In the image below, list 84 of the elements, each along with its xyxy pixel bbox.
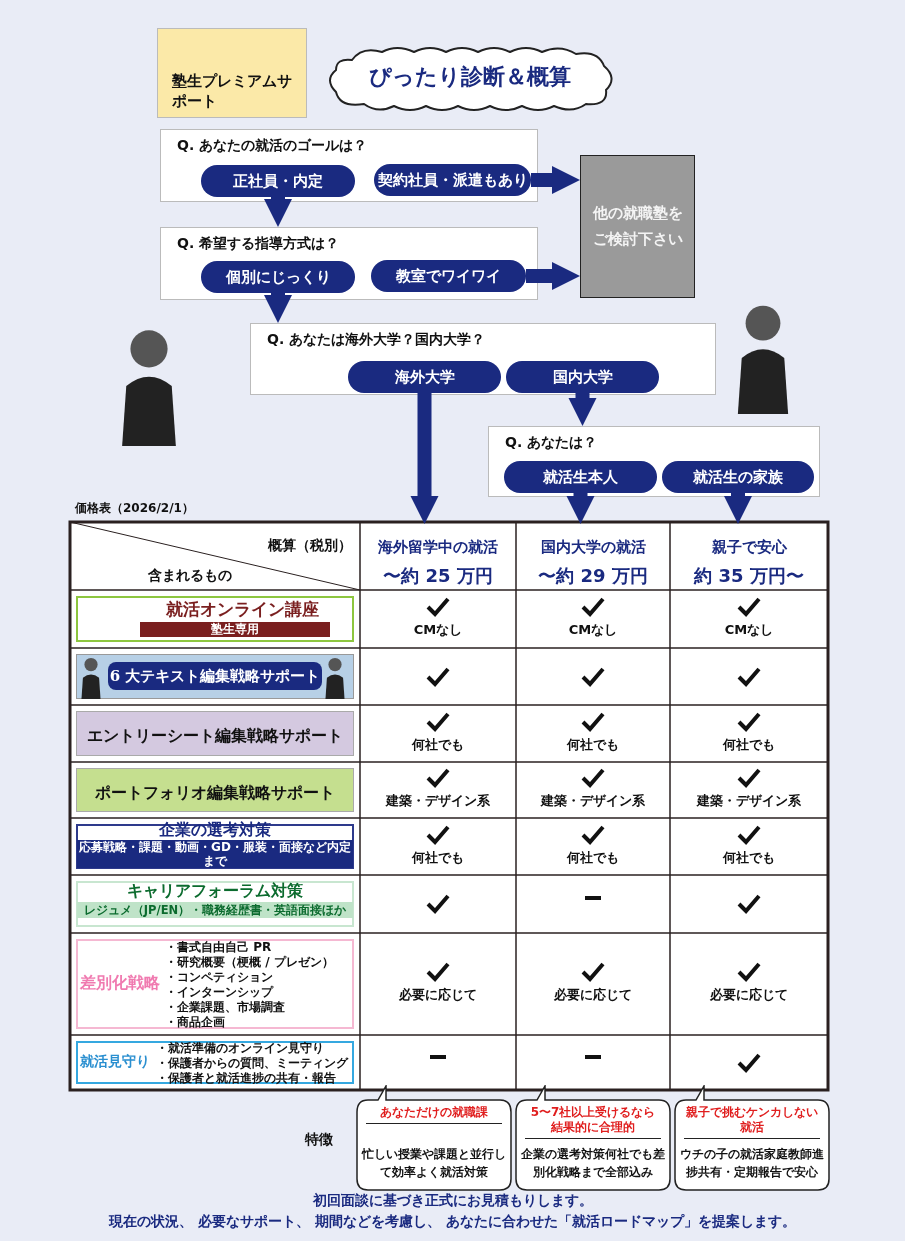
block-arrow	[264, 197, 292, 227]
speech-bubble	[674, 1085, 830, 1191]
cell-note: 何社でも	[721, 735, 776, 754]
card-title: 塾生プレミアムサポート	[172, 71, 293, 111]
plan-price: 約 35 万円〜	[692, 564, 805, 588]
plan-card	[157, 28, 307, 118]
plan-name: 親子で安心	[710, 538, 788, 557]
plan-name: 国内大学の就活	[539, 538, 647, 557]
service-name: 就活見守り	[80, 1053, 151, 1071]
cell-note: 何社でも	[410, 735, 465, 754]
service-name: 6 大テキスト編集戦略サポート	[108, 662, 322, 690]
course-tag: 塾生専用	[140, 622, 330, 637]
service-name: 差別化戦略	[80, 973, 160, 994]
bubble-text: ウチの子の就活家庭教師進捗共有・定期報告で安心	[679, 1146, 825, 1181]
plan-price: 〜約 25 万円	[382, 564, 494, 588]
bubble-text: 企業の選考対策何社でも差別化戦略まで全部込み	[520, 1146, 666, 1181]
service-name: エントリーシート編集戦略サポート	[86, 726, 344, 747]
service-item: ・商品企画	[165, 1015, 226, 1029]
answer-pill: 教室でワイワイ	[371, 260, 526, 292]
service-detail: 応募戦略・課題・動画・GD・服装・面接など内定まで	[77, 840, 353, 868]
cell-note: CMなし	[567, 621, 619, 639]
service-item: ・保護者と就活進捗の共有・報告	[156, 1071, 337, 1085]
answer-pill: 契約社員・派遣もあり	[374, 164, 531, 196]
answer-pill: 正社員・内定	[201, 165, 355, 197]
block-arrow	[568, 393, 597, 426]
cell-note: CMなし	[723, 621, 775, 639]
bubble-text: 忙しい授業や課題と並行して効率よく就活対策	[360, 1146, 507, 1181]
question-text: Q. あなたは？	[505, 434, 598, 452]
speech-bubble	[356, 1085, 512, 1191]
cell-note: 必要に応じて	[553, 986, 633, 1004]
question-text: Q. 希望する指導方式は？	[177, 235, 340, 253]
question-box	[488, 426, 820, 497]
service-item: ・就活準備のオンライン見守り	[156, 1041, 325, 1055]
question-text: Q. あなたの就活のゴールは？	[177, 137, 368, 155]
bubble-heading: あなただけの就職課	[366, 1105, 502, 1124]
block-arrow	[410, 393, 439, 524]
bubble-heading: 親子で挑むケンカしない就活	[684, 1105, 820, 1139]
row-caption: 特徴	[305, 1131, 334, 1149]
service-item: ・保護者からの質問、ミーティング	[156, 1056, 350, 1070]
answer-pill: 就活生の家族	[662, 461, 814, 493]
table-title: 価格表（2026/2/1）	[75, 500, 195, 517]
block-arrow	[264, 293, 292, 323]
service-name: 企業の選考対策	[158, 820, 272, 841]
cell-note: 必要に応じて	[709, 986, 789, 1004]
cell-note: 必要に応じて	[398, 986, 478, 1004]
question-box	[250, 323, 716, 395]
cell-note: 建築・デザイン系	[384, 792, 491, 810]
cell-note: 建築・デザイン系	[539, 792, 646, 810]
question-text: Q. あなたは海外大学？国内大学？	[267, 331, 486, 349]
block-arrow	[531, 166, 580, 194]
bubble-heading: 5〜7社以上受けるなら結果的に合理的	[525, 1105, 661, 1139]
answer-pill: 国内大学	[506, 361, 659, 393]
service-item: ・研究概要（梗概 / プレゼン）	[165, 955, 335, 969]
service-name: ポートフォリオ編集戦略サポート	[94, 783, 336, 804]
footer-note: 現在の状況、 必要なサポート、 期間などを考慮し、 あなたに合わせた「就活ロードマップ」を提案します。	[107, 1213, 797, 1231]
plan-name: 海外留学中の就活	[377, 538, 499, 557]
service-item: ・書式自由自己 PR	[165, 940, 273, 954]
diagnosis-title: ぴったり診断＆概算	[368, 63, 572, 91]
cell-note: 何社でも	[565, 848, 620, 867]
service-detail: レジュメ（JP/EN）・職務経歴書・英語面接ほか	[77, 902, 353, 918]
speech-bubble	[515, 1085, 671, 1191]
service-item: ・コンペティション	[165, 970, 274, 984]
service-item: ・企業課題、市場調査	[165, 1000, 286, 1014]
service-item: ・インターンシップ	[165, 985, 275, 999]
block-arrow	[526, 262, 580, 290]
answer-pill: 海外大学	[348, 361, 501, 393]
cell-note: 建築・デザイン系	[695, 792, 802, 810]
question-box	[160, 129, 538, 202]
block-arrow	[566, 493, 595, 524]
answer-pill: 個別にじっくり	[201, 261, 355, 293]
footer-note: 初回面談に基づき正式にお見積もりします。	[311, 1192, 594, 1210]
answer-pill: 就活生本人	[504, 461, 657, 493]
question-box	[160, 227, 538, 300]
cell-note: 何社でも	[721, 848, 776, 867]
cell-note: 何社でも	[410, 848, 465, 867]
cell-note: CMなし	[412, 621, 464, 639]
plan-price: 〜約 29 万円	[537, 564, 649, 588]
column-caption: 概算（税別）	[267, 537, 352, 555]
course-name: 就活オンライン講座	[165, 598, 320, 621]
cell-note: 何社でも	[565, 735, 620, 754]
row-caption: 含まれるもの	[147, 567, 233, 585]
block-arrow	[724, 493, 752, 524]
result-box: 他の就職塾をご検討下さい	[580, 155, 695, 298]
service-name: キャリアフォーラム対策	[126, 881, 304, 902]
